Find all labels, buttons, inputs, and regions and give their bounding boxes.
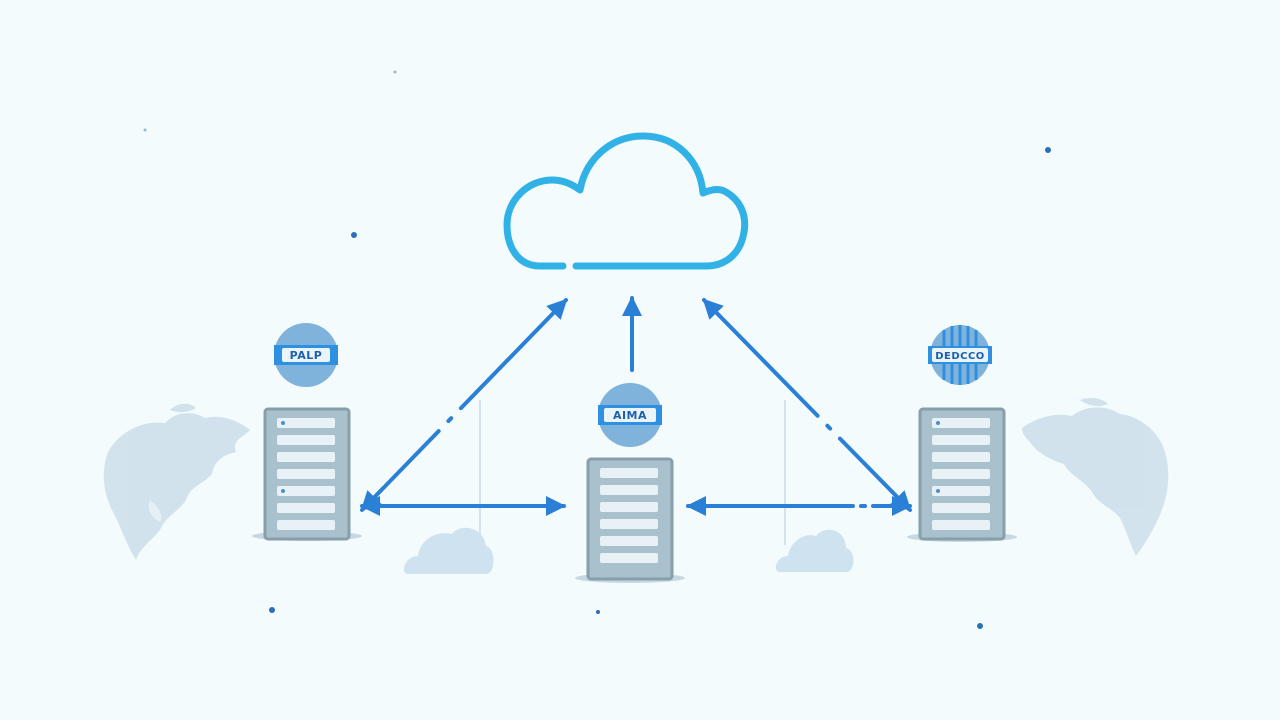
cloud-icon-small-right: [775, 529, 854, 572]
badge-text-center: AIMA: [613, 409, 647, 422]
badge-text-left: PALP: [290, 349, 323, 362]
badge-text-right: DEDCCO: [935, 351, 985, 362]
server-left: [252, 407, 362, 541]
arrow-left-to-cloud: [360, 298, 568, 512]
server-right: [907, 407, 1017, 542]
globe-badge-icon-right: DEDCCO: [928, 325, 992, 385]
globe-badge-icon-left: PALP: [274, 323, 338, 387]
globe-badge-icon-center: AIMA: [598, 383, 662, 447]
arrow-right-to-cloud: [702, 298, 912, 512]
uplink-arrows: [360, 296, 912, 512]
guide-lines: [479, 400, 786, 545]
cloud-icon-small-left: [403, 527, 494, 574]
background-dots: [143, 70, 1051, 629]
world-map-icon-right: [1022, 397, 1169, 556]
server-center: [575, 457, 685, 583]
cloud-icon-main: [503, 132, 749, 270]
world-map-icon-left: [103, 403, 250, 560]
